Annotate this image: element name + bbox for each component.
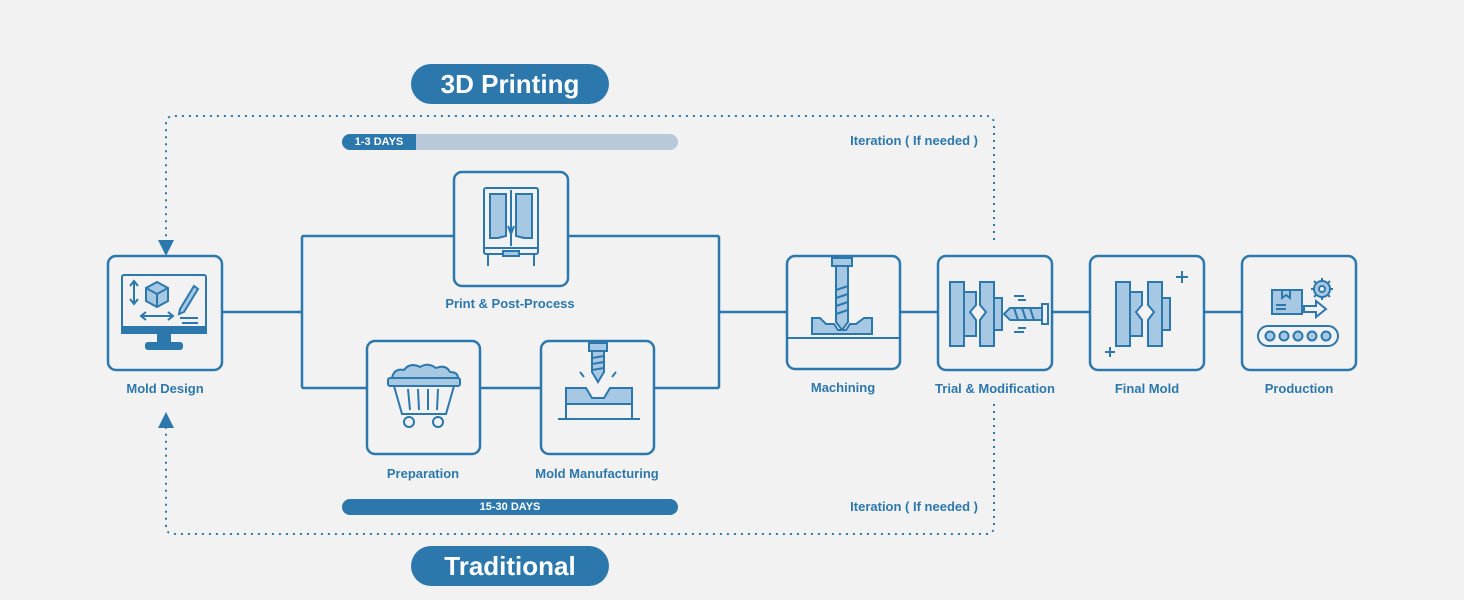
traditional-title: Traditional [411,546,609,586]
mold-manufacturing-label: Mold Manufacturing [535,466,659,481]
connector-lines [222,234,1242,390]
timeline-bottom-label: 15-30 DAYS [479,501,541,513]
conveyor-production-icon [1257,278,1339,347]
trial-modification-label: Trial & Modification [935,381,1055,396]
timeline-bar-bottom [342,499,678,515]
3d-printing-title: 3D Printing [411,64,609,104]
mine-cart-icon [387,363,461,428]
timeline-top-label: 1-3 DAYS [354,136,404,148]
final-mold-icon [1105,271,1188,357]
iteration-loop-bottom [158,404,995,535]
timeline-bar-top [342,134,678,150]
mold-design-label: Mold Design [126,381,204,396]
print-post-process-label: Print & Post-Process [445,296,575,311]
preparation-label: Preparation [386,466,460,481]
monitor-cube-icon [121,274,207,350]
machining-drill-icon [788,257,899,339]
production-label: Production [1264,381,1334,396]
3d-printer-icon [483,187,539,266]
injection-mold-screw-icon [949,281,1049,347]
drill-mold-icon [558,342,640,420]
preparation-box [365,339,482,456]
final-mold-label: Final Mold [1114,381,1180,396]
iteration-note-top: Iteration ( If needed ) [850,133,978,148]
mold-design-box [106,254,224,372]
iteration-note-bottom: Iteration ( If needed ) [850,499,978,514]
machining-label: Machining [810,380,876,395]
